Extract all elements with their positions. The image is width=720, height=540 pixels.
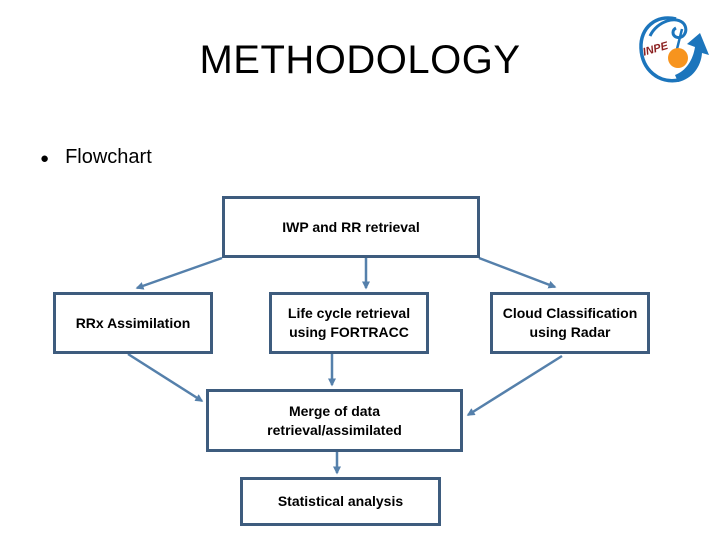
logo-orange-ball (668, 48, 688, 68)
logo-inpe-text: INPE (641, 40, 670, 59)
flowchart-node-rrx-assimilation: RRx Assimilation (53, 292, 213, 354)
flowchart-node-life-cycle-retrieval: Life cycle retrieval using FORTRACC (269, 292, 429, 354)
bullet-label: Flowchart (65, 146, 152, 168)
flowchart-node-merge-of-data: Merge of data retrieval/assimilated (206, 389, 463, 452)
bullet-icon: ● (40, 150, 50, 167)
inpe-logo: INPE (639, 16, 709, 83)
flowchart-node-cloud-classification: Cloud Classification using Radar (490, 292, 650, 354)
logo-check-line (675, 28, 684, 50)
logo-swirl-outline (639, 16, 680, 83)
page-title: METHODOLOGY (199, 38, 521, 82)
edge-rrx-to-merge (127, 352, 204, 403)
flowchart-node-iwp-rr-retrieval: IWP and RR retrieval (222, 196, 480, 258)
bullet-item: ● Flowchart (40, 146, 152, 169)
logo-curl (648, 18, 688, 40)
edge-iwp-to-cloud (478, 256, 557, 289)
edge-cloud-to-merge (466, 354, 563, 417)
logo-arrow (675, 33, 709, 82)
flowchart-node-statistical-analysis: Statistical analysis (240, 477, 441, 526)
edge-iwp-to-rrx (135, 256, 223, 290)
